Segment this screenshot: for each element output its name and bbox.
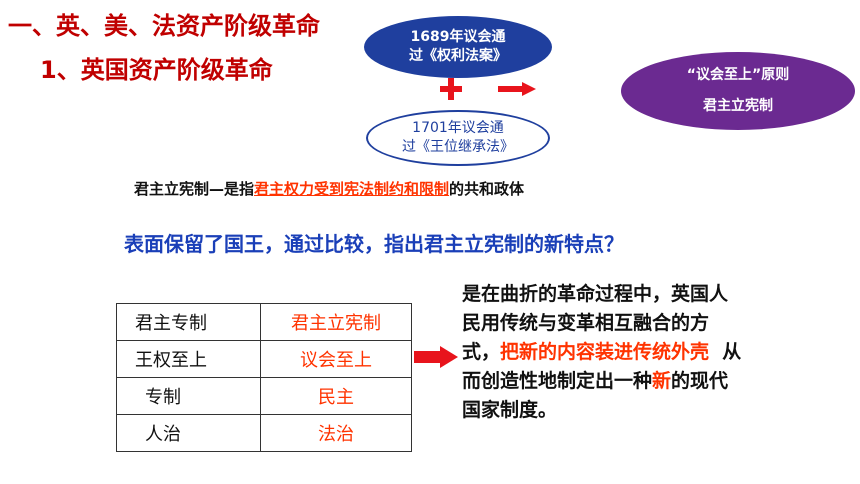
table-row: 专制 民主 bbox=[116, 377, 412, 415]
paragraph-part-3: 的现代国家制度。 bbox=[462, 370, 729, 421]
bill-line-1: 1689年议会通 bbox=[410, 29, 506, 45]
table-cell-new: 民主 bbox=[260, 377, 412, 415]
definition-highlight: 君主权力受到宪法制约和限制 bbox=[254, 180, 450, 198]
result-line-2: 君主立宪制 bbox=[703, 98, 773, 114]
definition-suffix: 的共和政体 bbox=[449, 180, 525, 198]
paragraph-highlight-2: 新 bbox=[652, 370, 672, 392]
definition-prefix: 君主立宪制—是指 bbox=[134, 180, 255, 198]
table-row: 王权至上 议会至上 bbox=[116, 340, 412, 378]
act-line-2: 过《王位继承法》 bbox=[402, 139, 514, 155]
result-ellipse: “议会至上”原则 君主立宪制 bbox=[621, 52, 855, 130]
sub-title: 1、英国资产阶级革命 bbox=[40, 56, 273, 84]
act-line-1: 1701年议会通 bbox=[412, 120, 504, 136]
act-of-settlement-ellipse: 1701年议会通 过《王位继承法》 bbox=[366, 110, 550, 166]
table-cell-new: 议会至上 bbox=[260, 340, 412, 378]
bill-of-rights-ellipse: 1689年议会通 过《权利法案》 bbox=[364, 16, 552, 78]
paragraph-part-1: 是在曲折的革命过程中，英国人民用传统与变革相互融合的方式， bbox=[462, 283, 729, 363]
plus-icon bbox=[440, 78, 462, 100]
feature-paragraph: 是在曲折的革命过程中，英国人民用传统与变革相互融合的方式，把新的内容装进传统外壳… bbox=[462, 280, 742, 425]
table-cell-old: 王权至上 bbox=[116, 340, 261, 378]
comparison-table: 君主专制 君主立宪制 王权至上 议会至上 专制 民主 人治 法治 bbox=[116, 303, 412, 452]
question-text: 表面保留了国王，通过比较，指出君主立宪制的新特点？ bbox=[124, 232, 624, 256]
table-cell-old: 人治 bbox=[116, 414, 261, 452]
table-row: 人治 法治 bbox=[116, 414, 412, 452]
definition-text: 君主立宪制—是指君主权力受到宪法制约和限制的共和政体 bbox=[134, 178, 524, 199]
result-line-1: “议会至上”原则 bbox=[686, 67, 790, 83]
paragraph-part-2: 从而创造性地制定出一种 bbox=[462, 341, 742, 392]
bill-line-2: 过《权利法案》 bbox=[409, 48, 507, 64]
table-row: 君主专制 君主立宪制 bbox=[116, 303, 412, 341]
table-cell-old: 君主专制 bbox=[116, 303, 261, 341]
table-cell-new: 君主立宪制 bbox=[260, 303, 412, 341]
paragraph-highlight-1: 把新的内容装进传统外壳 bbox=[500, 341, 710, 363]
table-cell-old: 专制 bbox=[116, 377, 261, 415]
right-arrow-icon bbox=[498, 82, 538, 96]
right-arrow-icon bbox=[414, 346, 458, 368]
table-cell-new: 法治 bbox=[260, 414, 412, 452]
main-title: 一、英、美、法资产阶级革命 bbox=[8, 12, 320, 40]
